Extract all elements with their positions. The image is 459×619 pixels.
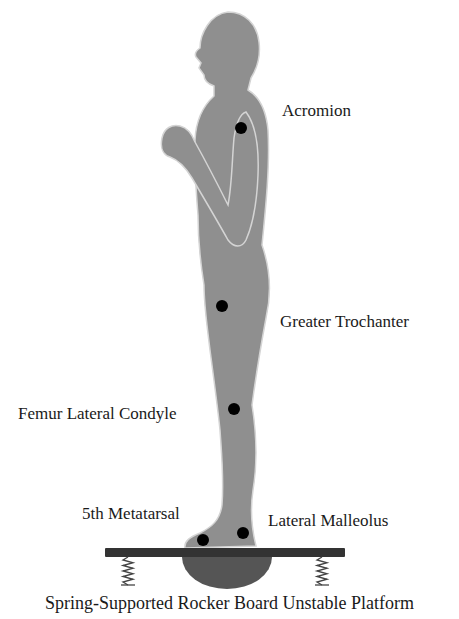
spring-base [121, 584, 135, 585]
marker-dots [197, 122, 249, 546]
arm-silhouette [161, 112, 258, 246]
spring-base [315, 584, 329, 585]
spring-coil [123, 557, 133, 585]
landmark-label: Acromion [282, 102, 351, 121]
rocker-base [182, 557, 272, 589]
marker-dot [237, 527, 249, 539]
landmark-label: Greater Trochanter [280, 313, 409, 332]
landmark-label: Lateral Malleolus [268, 512, 388, 531]
marker-dot [235, 122, 247, 134]
marker-dot [197, 534, 209, 546]
marker-dot [228, 403, 240, 415]
landmark-label: 5th Metatarsal [82, 505, 180, 524]
marker-dot [216, 300, 228, 312]
spring-coil [317, 557, 327, 585]
figure-caption: Spring-Supported Rocker Board Unstable P… [45, 594, 414, 614]
landmark-label: Femur Lateral Condyle [18, 405, 177, 424]
spring-symbols [121, 557, 329, 585]
body-silhouette [185, 12, 270, 548]
rocker-board [105, 548, 345, 557]
